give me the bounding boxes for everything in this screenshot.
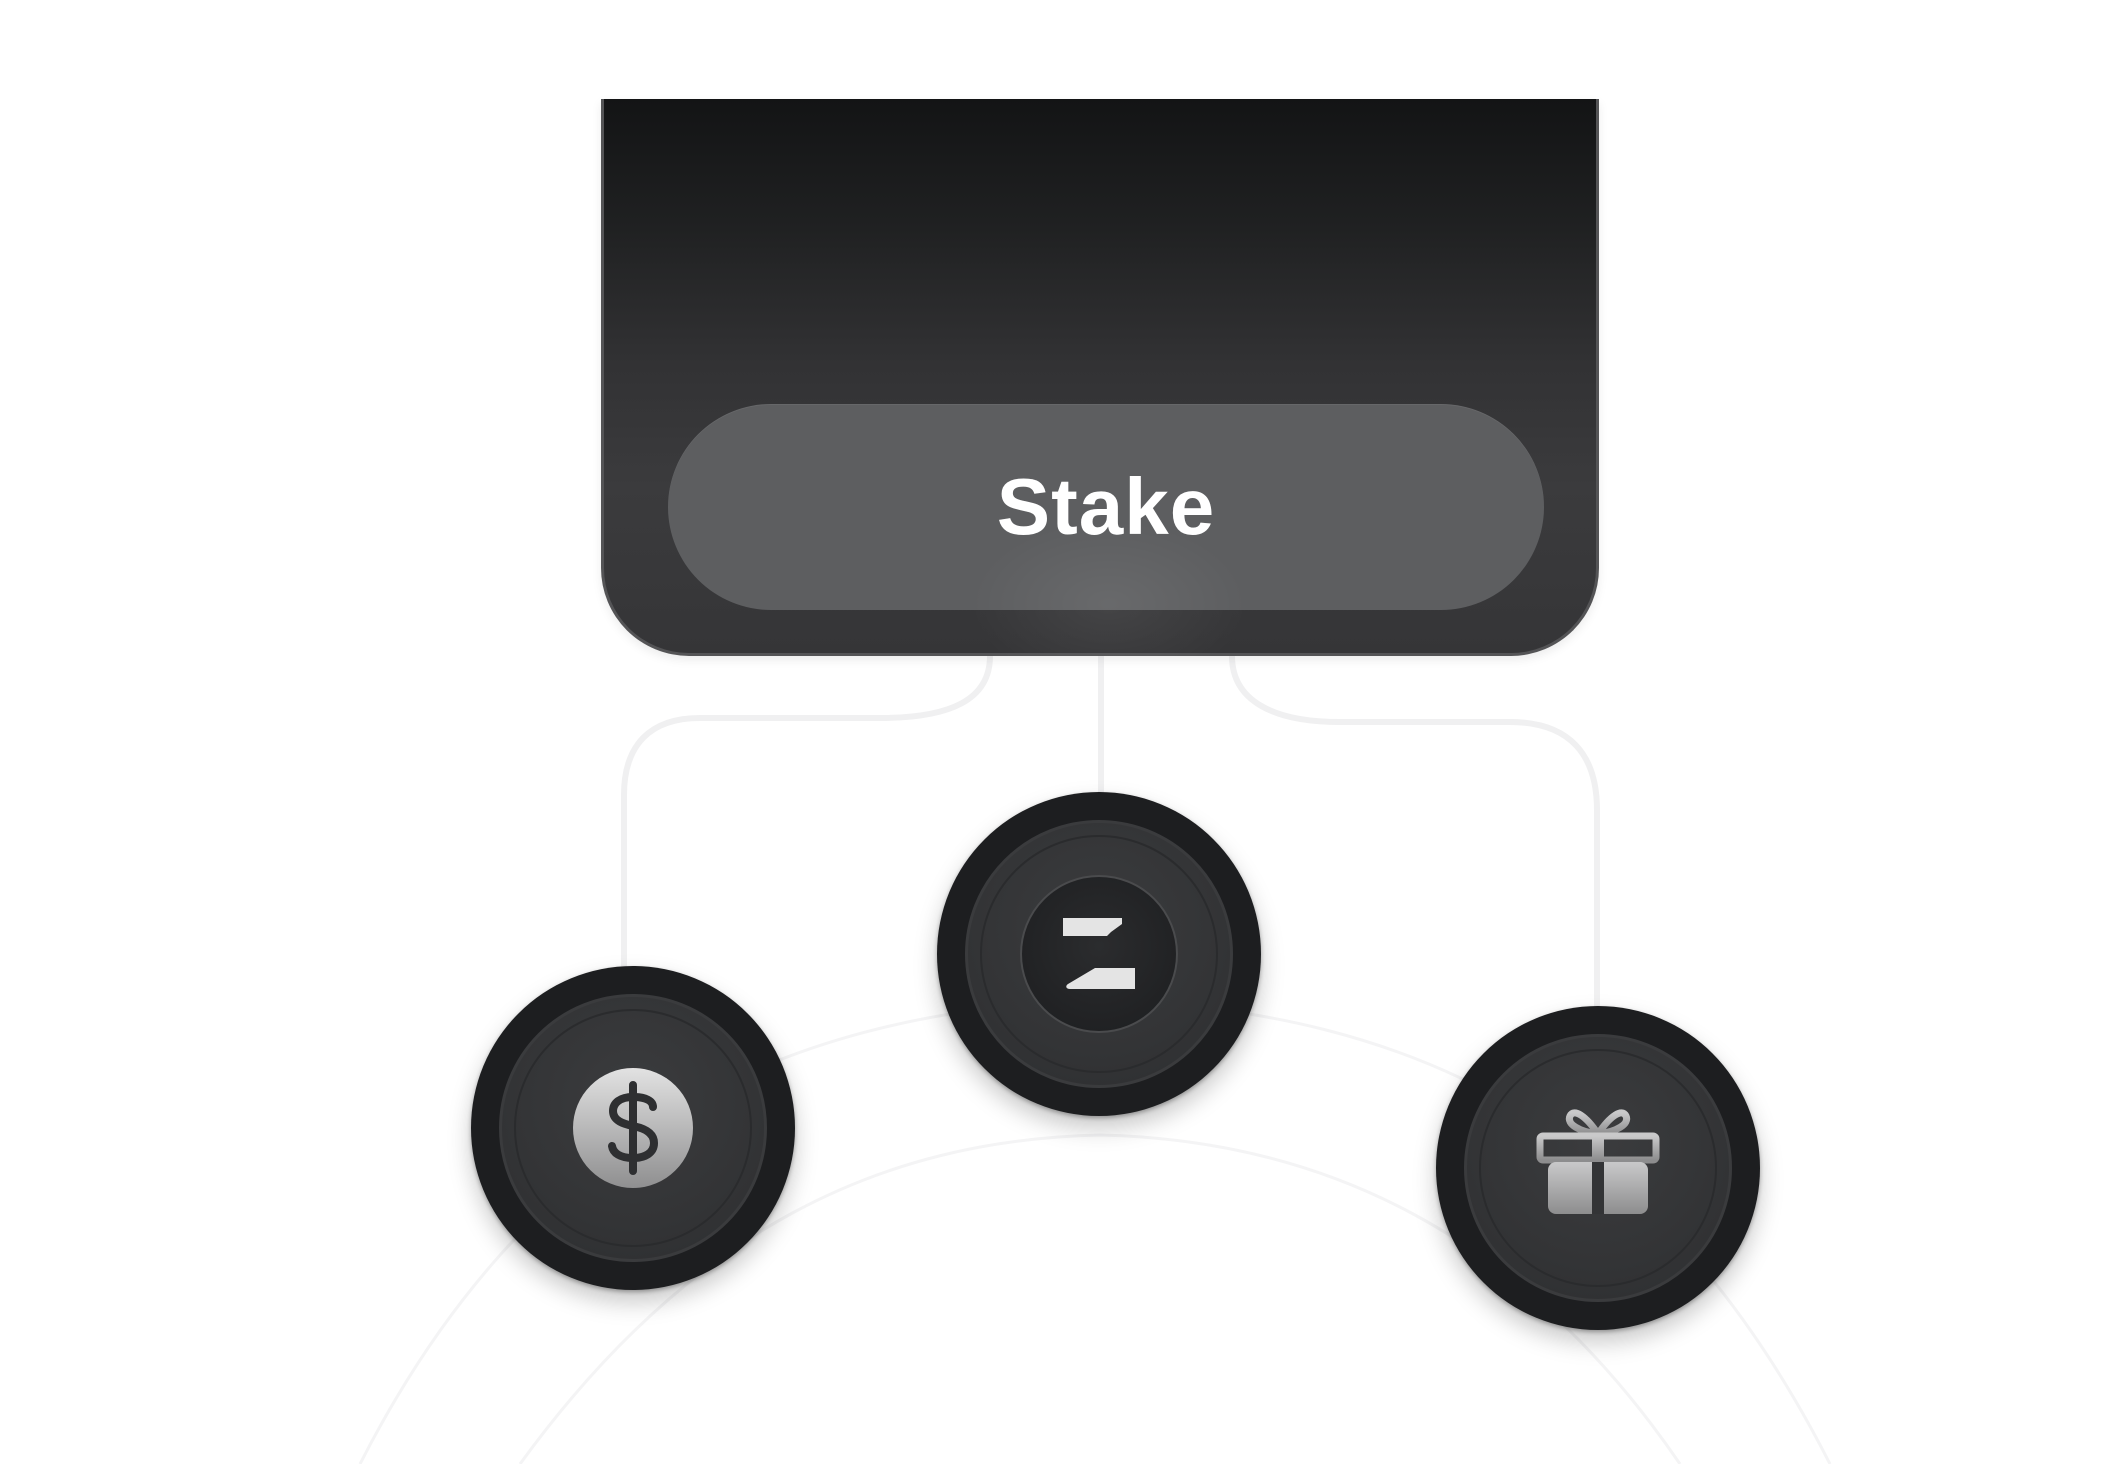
coin-inner-ring — [1479, 1049, 1717, 1287]
coin-inner-ring — [514, 1009, 752, 1247]
stake-logo-icon — [1020, 875, 1178, 1033]
dollar-icon — [573, 1068, 693, 1188]
stake-button-label: Stake — [996, 462, 1216, 551]
coin-inner-ring — [980, 835, 1218, 1073]
gift-coin[interactable] — [1436, 1006, 1760, 1330]
stake-token-coin[interactable] — [937, 792, 1261, 1116]
dollar-coin[interactable] — [471, 966, 795, 1290]
stake-card: Stake — [601, 99, 1599, 689]
stake-button[interactable]: Stake — [668, 404, 1544, 610]
coin-ring — [1464, 1034, 1732, 1302]
gift-icon — [1536, 1109, 1660, 1214]
coin-ring — [499, 994, 767, 1262]
